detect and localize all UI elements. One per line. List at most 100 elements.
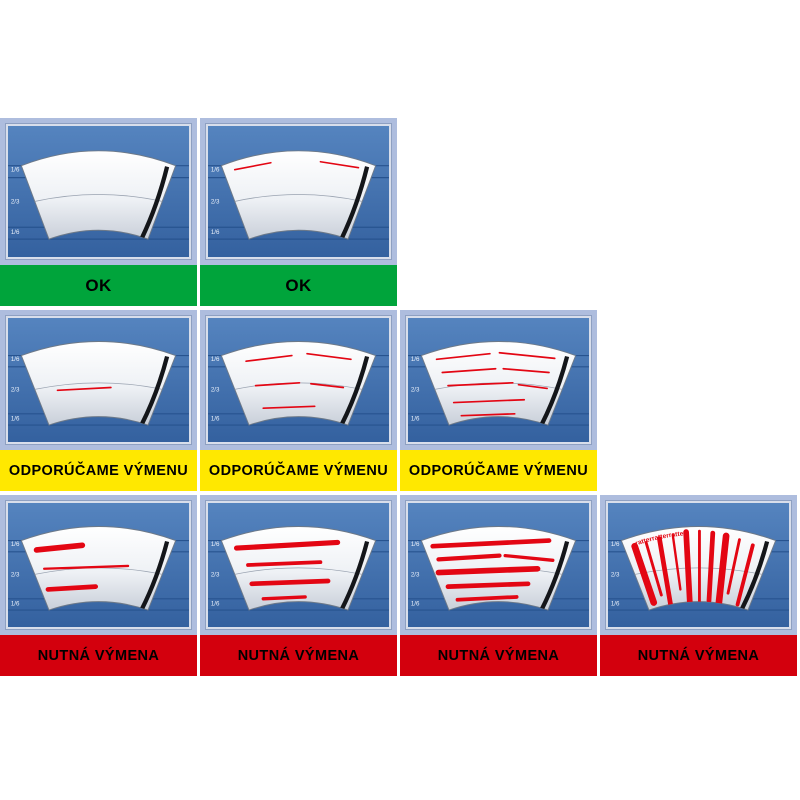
wear-mark	[233, 539, 341, 551]
windshield-graphic: 1/6 2/3 1/6	[208, 503, 389, 627]
wear-mark	[503, 553, 555, 562]
wear-mark	[436, 553, 502, 562]
wiper-blade	[139, 355, 170, 426]
wiper-cell-r3c1: 1/6 2/3 1/6 NUTNÁ VÝMENA	[0, 495, 197, 676]
status-bar: NUTNÁ VÝMENA	[600, 635, 797, 676]
wiper-sweep-area	[20, 341, 177, 426]
wear-mark	[261, 595, 307, 601]
band-fraction-label: 2/3	[611, 571, 620, 578]
sweep-reflection-line	[34, 194, 163, 202]
band-fraction-label: 2/3	[11, 571, 20, 578]
windshield-graphic: 1/6 2/3 1/6	[408, 318, 589, 442]
wear-mark	[245, 354, 293, 363]
wear-mark	[435, 352, 491, 361]
wear-mark	[254, 381, 301, 387]
windshield-panel: 1/6 2/3 1/6	[406, 316, 591, 444]
band-fraction-label: 1/6	[211, 541, 220, 548]
band-fraction-label: 1/6	[11, 600, 20, 607]
windshield-graphic: 1/6 2/3 1/6	[208, 318, 389, 442]
band-fraction-label: 2/3	[211, 198, 220, 205]
wear-mark	[33, 542, 86, 553]
status-bar: ODPORÚČAME VÝMENU	[200, 450, 397, 491]
band-fraction-label: 1/6	[11, 541, 20, 548]
band-fraction-label: 1/6	[411, 600, 420, 607]
status-bar: NUTNÁ VÝMENA	[200, 635, 397, 676]
wear-mark	[319, 160, 360, 169]
band-fraction-label: 2/3	[11, 386, 20, 393]
wear-mark	[671, 533, 682, 591]
status-label: NUTNÁ VÝMENA	[37, 647, 160, 664]
wear-mark	[249, 578, 331, 587]
wear-mark	[657, 536, 674, 609]
wear-mark	[447, 381, 514, 387]
windshield-panel: 1/6 2/3 1/6	[206, 501, 391, 629]
wear-mark	[683, 529, 693, 608]
wear-mark	[445, 581, 531, 589]
wiper-blade	[539, 540, 570, 611]
wear-mark	[45, 584, 99, 592]
wear-mark	[726, 538, 741, 595]
wiper-cell-r2c2: 1/6 2/3 1/6 ODPORÚČAME VÝMENU	[200, 310, 397, 491]
status-bar: NUTNÁ VÝMENA	[0, 635, 197, 676]
windshield-panel: 1/6 2/3 1/6	[6, 124, 191, 259]
windshield-graphic: 1/6 2/3 1/6	[8, 503, 189, 627]
status-label: OK	[285, 275, 312, 295]
wear-mark	[502, 367, 550, 374]
sweep-reflection-line	[234, 194, 363, 202]
wiper-cell-r2c3: 1/6 2/3 1/6 ODPORÚČAME VÝMENU	[400, 310, 597, 491]
band-fraction-label: 1/6	[211, 356, 220, 363]
sweep-reflection-line	[234, 567, 363, 575]
status-label: ODPORÚČAME VÝMENU	[208, 462, 389, 479]
windshield-graphic: 1/62/31/6 ratterratterratter	[608, 503, 789, 627]
wear-mark	[460, 412, 516, 417]
status-bar: ODPORÚČAME VÝMENU	[0, 450, 197, 491]
band-fraction-label: 1/6	[11, 167, 20, 174]
wiper-cell-r3c2: 1/6 2/3 1/6 NUTNÁ VÝMENA	[200, 495, 397, 676]
band-fraction-label: 1/6	[211, 415, 220, 422]
band-fraction-label: 2/3	[411, 571, 420, 578]
wear-mark	[441, 367, 497, 374]
status-label: NUTNÁ VÝMENA	[637, 647, 760, 664]
status-label: ODPORÚČAME VÝMENU	[408, 462, 589, 479]
status-bar: NUTNÁ VÝMENA	[400, 635, 597, 676]
wiper-blade	[139, 166, 170, 240]
band-fraction-label: 2/3	[211, 571, 220, 578]
band-fraction-label: 1/6	[11, 229, 20, 236]
windshield-graphic: 1/6 2/3 1/6	[408, 503, 589, 627]
wear-mark	[233, 161, 272, 171]
band-fraction-label: 1/6	[411, 541, 420, 548]
wear-mark	[735, 543, 755, 607]
band-fraction-label: 2/3	[411, 386, 420, 393]
wiper-blade	[339, 166, 370, 240]
wear-mark	[246, 560, 323, 567]
wiper-sweep-area	[220, 150, 377, 240]
status-bar: ODPORÚČAME VÝMENU	[400, 450, 597, 491]
band-fraction-label: 1/6	[411, 415, 420, 422]
wear-mark	[498, 351, 556, 360]
band-fraction-label: 1/6	[211, 600, 220, 607]
status-label: ODPORÚČAME VÝMENU	[8, 462, 189, 479]
wear-mark	[631, 542, 658, 606]
wear-mark	[430, 538, 552, 549]
wear-mark	[517, 383, 548, 390]
band-fraction-label: 1/6	[411, 356, 420, 363]
band-fraction-label: 2/3	[11, 198, 20, 205]
band-fraction-label: 2/3	[211, 386, 220, 393]
windshield-panel: 1/6 2/3 1/6	[206, 316, 391, 444]
windshield-graphic: 1/6 2/3 1/6	[8, 126, 189, 257]
wear-mark	[435, 565, 541, 576]
status-bar: OK	[0, 265, 197, 306]
windshield-panel: 1/6 2/3 1/6	[6, 501, 191, 629]
wear-mark	[306, 352, 352, 361]
sweep-reflection-line	[34, 382, 163, 390]
windshield-graphic: 1/62/31/6	[208, 126, 389, 257]
status-bar: OK	[200, 265, 397, 306]
band-fraction-label: 1/6	[611, 600, 620, 607]
windshield-panel: 1/6 2/3 1/6	[406, 501, 591, 629]
wiper-cell-r1c1: 1/6 2/3 1/6 OK	[0, 118, 197, 306]
